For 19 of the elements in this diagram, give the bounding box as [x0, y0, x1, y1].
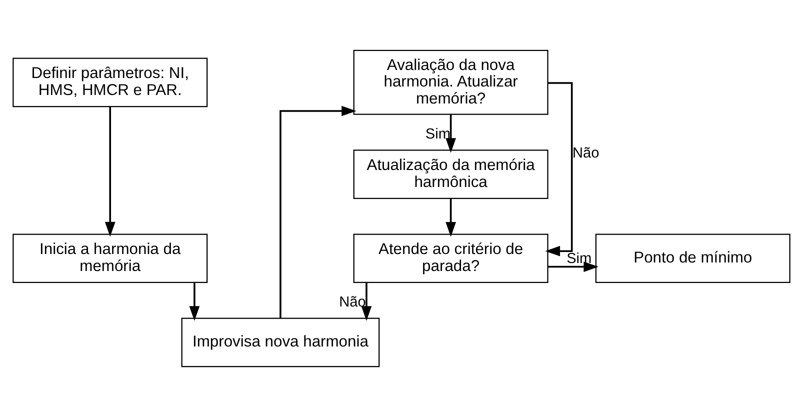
- node-box: Improvisa nova harmonia: [181, 318, 380, 368]
- edge-label: Não: [339, 294, 366, 310]
- node-box: Inicia a harmonia da memória: [12, 234, 208, 284]
- node-box: Definir parâmetros: NI, HMS, HMCR e PAR.: [12, 58, 208, 108]
- arrow: [189, 282, 200, 321]
- node-box: Avaliação da nova harmonia. Atualizar memória?: [353, 50, 548, 115]
- arrow: [446, 198, 456, 237]
- edge-label: Não: [572, 145, 600, 162]
- arrow: [548, 262, 599, 272]
- node-box: Ponto de mínimo: [595, 234, 790, 284]
- edge-label: Sim: [425, 126, 450, 142]
- arrow: [104, 106, 116, 237]
- node-box: Atende ao critério de parada?: [353, 234, 548, 284]
- edge-label: Sim: [566, 250, 592, 267]
- arrow: [446, 114, 456, 153]
- node-box: Atualização da memória harmônica: [353, 150, 548, 199]
- arrow: [545, 82, 573, 256]
- arrow: [280, 106, 356, 318]
- arrow: [361, 282, 372, 321]
